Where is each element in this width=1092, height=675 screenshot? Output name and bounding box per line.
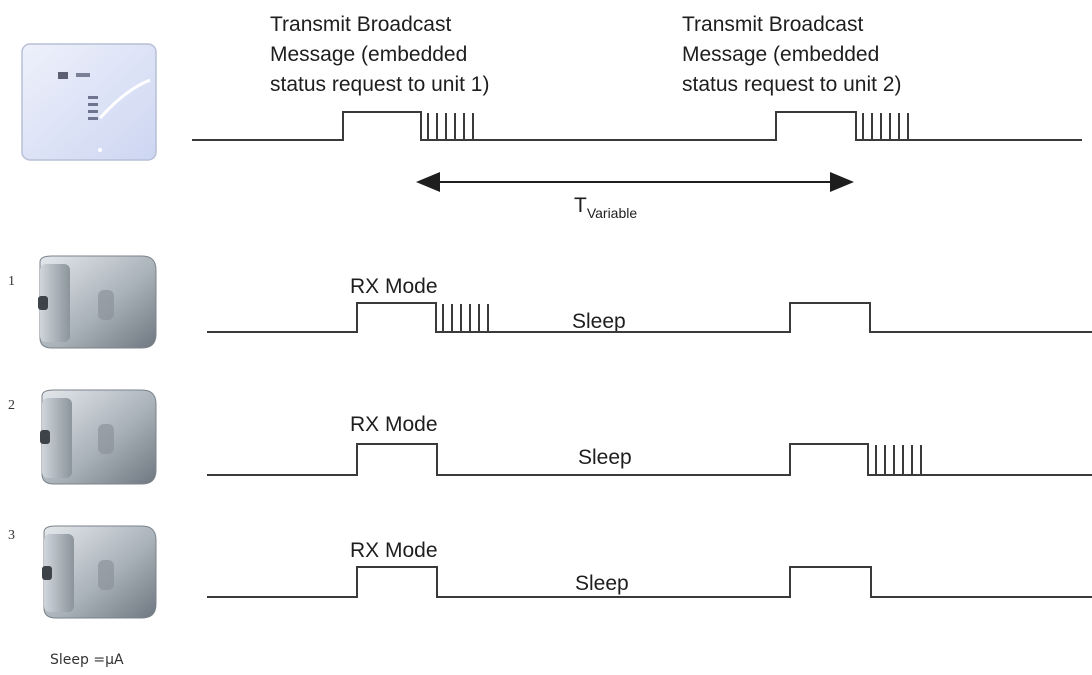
transmit-label-1-line-1: Transmit Broadcast xyxy=(270,13,451,36)
unit-3-sleep-label: Sleep xyxy=(575,572,629,595)
unit-2-sleep-label: Sleep xyxy=(578,446,632,469)
transmitter-ack-pulses-2 xyxy=(863,113,908,140)
transmitter-ack-pulses-1 xyxy=(428,113,473,140)
unit-1-number: 1 xyxy=(8,274,15,289)
transmit-label-1-line-3: status request to unit 1) xyxy=(270,73,489,96)
unit-3-rx-label: RX Mode xyxy=(350,539,438,562)
transmit-label-1-line-2: Message (embedded xyxy=(270,43,467,66)
sensor-unit-1-icon xyxy=(38,256,156,348)
sleep-current-note: Sleep =µA xyxy=(50,652,124,668)
unit-2-waveform xyxy=(207,444,1092,475)
sensor-unit-3-icon xyxy=(42,526,156,618)
transmit-label-2-line-3: status request to unit 2) xyxy=(682,73,901,96)
unit-3-waveform xyxy=(207,567,1092,597)
transmit-label-2-line-1: Transmit Broadcast xyxy=(682,13,863,36)
transmitter-waveform xyxy=(192,112,1082,140)
unit-1-waveform xyxy=(207,303,1092,332)
unit-2-number: 2 xyxy=(8,398,15,413)
transmit-label-1: Transmit Broadcast Message (embedded sta… xyxy=(270,13,489,96)
unit-2-reply-pulses xyxy=(876,445,921,475)
unit-2-rx-label: RX Mode xyxy=(350,413,438,436)
unit-1-reply-pulses xyxy=(443,304,488,332)
unit-3-number: 3 xyxy=(8,528,15,543)
sensor-unit-2-icon xyxy=(40,390,156,484)
gateway-device-icon xyxy=(22,44,156,160)
unit-1-sleep-label: Sleep xyxy=(572,310,626,333)
interval-label-main: T xyxy=(574,194,587,217)
transmit-label-2-line-2: Message (embedded xyxy=(682,43,879,66)
unit-1-rx-label: RX Mode xyxy=(350,275,438,298)
interval-label-sub: Variable xyxy=(587,205,638,221)
interval-label: TVariable xyxy=(574,194,637,221)
transmit-label-2: Transmit Broadcast Message (embedded sta… xyxy=(682,13,901,96)
